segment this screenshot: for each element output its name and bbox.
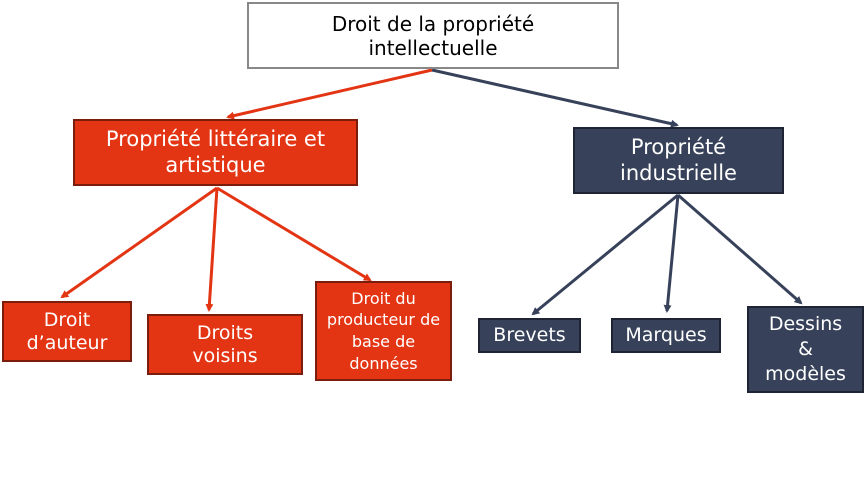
node-label: Propriété littéraire et artistique <box>105 127 326 177</box>
arrow-industrial-to-patents <box>531 193 679 316</box>
node-label: Droit du producteur de base de données <box>326 288 441 373</box>
node-database-producer-right: Droit du producteur de base de données <box>315 281 452 381</box>
node-label: Propriété industrielle <box>620 135 737 185</box>
node-trademarks: Marques <box>611 318 721 353</box>
root-label: Droit de la propriété intellectuelle <box>331 11 535 60</box>
node-label: Brevets <box>493 324 566 347</box>
node-patents: Brevets <box>478 318 581 353</box>
arrow-literary-to-author <box>60 186 218 299</box>
node-label: Droits voisins <box>192 321 258 367</box>
arrow-industrial-to-trademarks <box>663 194 680 313</box>
node-label: Droit d’auteur <box>26 308 108 354</box>
node-literary-artistic-property: Propriété littéraire et artistique <box>73 119 358 186</box>
arrow-literary-to-database <box>216 186 372 282</box>
node-author-right: Droit d’auteur <box>2 301 132 362</box>
arrow-root-to-literary <box>226 68 433 120</box>
node-industrial-property: Propriété industrielle <box>573 127 784 194</box>
node-designs-models: Dessins & modèles <box>747 306 864 393</box>
arrow-literary-to-neighbouring <box>205 187 219 312</box>
node-label: Marques <box>625 324 707 347</box>
node-label: Dessins & modèles <box>765 313 846 385</box>
root-node: Droit de la propriété intellectuelle <box>247 2 619 69</box>
node-neighbouring-rights: Droits voisins <box>147 314 303 375</box>
arrow-industrial-to-designs <box>677 193 803 305</box>
arrow-root-to-industrial <box>431 68 679 128</box>
